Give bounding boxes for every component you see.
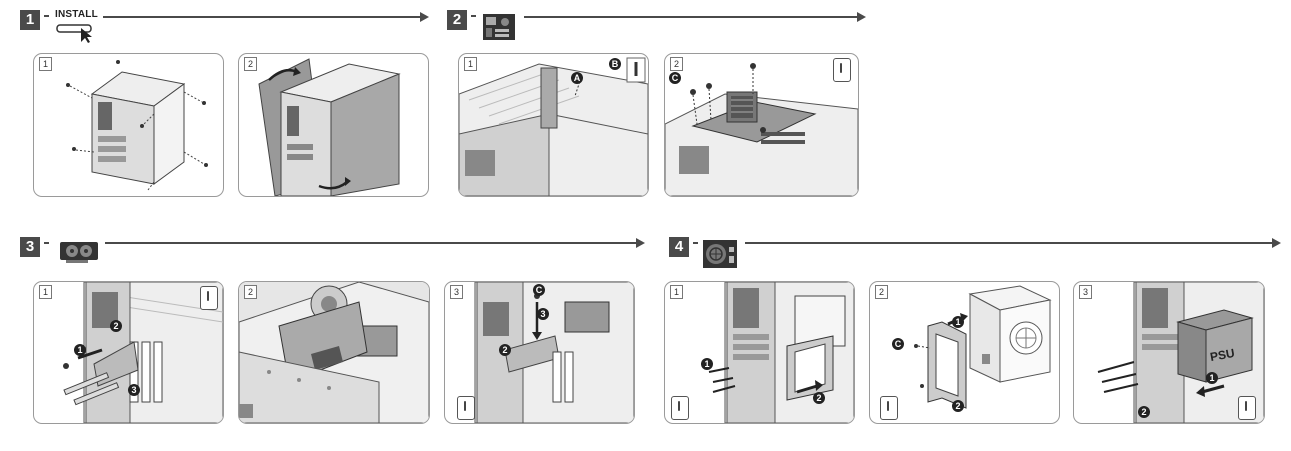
case-rear-screws-illustration: [66, 60, 208, 191]
panel-number: 3: [450, 285, 463, 299]
graphics-card-insert-illustration: [239, 282, 429, 423]
callout-2: 2: [1138, 406, 1150, 418]
callout-1: 1: [74, 344, 86, 356]
callout-c: C: [669, 72, 681, 84]
step-1-panel-2: 2: [238, 53, 429, 197]
panel-number: 3: [1079, 285, 1092, 299]
screwdriver-icon: [1238, 396, 1256, 420]
slot-cover-removal-illustration: [63, 282, 223, 423]
step-3-panel-3: 3 C 3 2: [444, 281, 635, 424]
callout-2: 2: [499, 344, 511, 356]
screwdriver-icon: [457, 396, 475, 420]
power-supply-icon: [703, 240, 737, 268]
callout-2: 2: [110, 320, 122, 332]
install-cursor-icon: [56, 24, 92, 43]
step-4-badge: 4: [669, 237, 689, 257]
step-1-panel-1: 1: [33, 53, 224, 197]
callout-2: 2: [952, 400, 964, 412]
callout-b: B: [609, 58, 621, 70]
callout-3: 3: [537, 308, 549, 320]
panel-number: 1: [464, 57, 477, 71]
step-3-dash: [44, 242, 49, 244]
side-panel-removal-illustration: [258, 58, 401, 196]
install-label: INSTALL: [55, 9, 98, 20]
callout-2: 2: [813, 392, 825, 404]
screwdriver-icon: [671, 396, 689, 420]
step-1-arrow: [103, 12, 429, 22]
graphics-card-icon: [60, 242, 98, 263]
step-3-arrow: [105, 238, 645, 248]
motherboard-install-illustration: [665, 63, 858, 196]
step-3-panel-2: 2: [238, 281, 430, 424]
panel-number: 2: [244, 57, 257, 71]
panel-number: 1: [39, 57, 52, 71]
motherboard-icon: [483, 14, 515, 40]
step-2-badge: 2: [447, 10, 467, 30]
psu-install-illustration: [1097, 282, 1264, 423]
step-1-dash: [44, 15, 49, 17]
callout-a: A: [571, 72, 583, 84]
psu-bracket-removal-illustration: [708, 282, 854, 423]
psu-bracket-attach-illustration: [914, 285, 1052, 409]
step-2-panel-1: 1 A B: [458, 53, 649, 197]
step-4-arrow: [745, 238, 1281, 248]
step-2-panel-2: 2 C: [664, 53, 859, 197]
step-4-dash: [693, 242, 698, 244]
step-2-dash: [471, 15, 476, 17]
panel-number: 2: [244, 285, 257, 299]
step-3-badge: 3: [20, 237, 40, 257]
step-2-arrow: [524, 12, 866, 22]
callout-1: 1: [952, 316, 964, 328]
callout-c: C: [892, 338, 904, 350]
step-1-badge: 1: [20, 10, 40, 30]
step-3-panel-1: 1 1 2 3: [33, 281, 224, 424]
screwdriver-icon: [833, 58, 851, 82]
standoff-install-illustration: [459, 57, 648, 196]
callout-c: C: [533, 284, 545, 296]
panel-number: 2: [875, 285, 888, 299]
panel-number: 1: [39, 285, 52, 299]
screwdriver-icon: [200, 286, 218, 310]
panel-number: 1: [670, 285, 683, 299]
step-4-panel-2: 2 C 1 2: [869, 281, 1060, 424]
step-4-panel-3: 3 PSU 2 1: [1073, 281, 1265, 424]
screwdriver-icon: [880, 396, 898, 420]
panel-number: 2: [670, 57, 683, 71]
callout-3: 3: [128, 384, 140, 396]
callout-1: 1: [701, 358, 713, 370]
card-secure-illustration: [474, 282, 634, 423]
callout-1: 1: [1206, 372, 1218, 384]
step-4-panel-1: 1 1 2: [664, 281, 855, 424]
